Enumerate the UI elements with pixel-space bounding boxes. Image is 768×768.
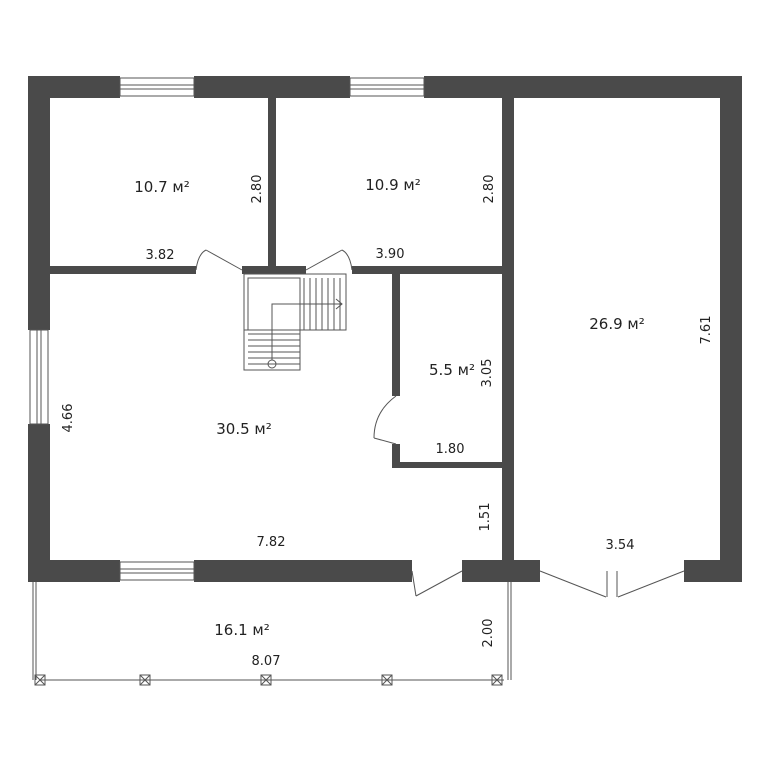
dim-living-room-width: 7.82 [257, 535, 286, 550]
left-wall-upper [28, 76, 50, 330]
windows [29, 77, 425, 581]
wall-bedrooms-bottom-center [242, 266, 306, 274]
door-bedroom-left [195, 249, 243, 271]
bottom-wall-right [684, 560, 742, 582]
window-top-middle [349, 77, 425, 97]
door-entrance [411, 570, 463, 597]
bottom-wall-middle [194, 560, 412, 582]
door-garage [539, 570, 685, 598]
dim-terrace-depth: 2.00 [481, 619, 496, 648]
window-top-left [119, 77, 195, 97]
stair-treads-lower [248, 333, 300, 365]
top-wall-right [424, 76, 742, 98]
dim-terrace-width: 8.07 [252, 654, 281, 669]
staircase [243, 273, 347, 371]
wall-between-bedrooms [268, 98, 276, 274]
bottom-wall-left [28, 560, 120, 582]
dim-bedroom-left-width: 3.82 [146, 248, 175, 263]
wall-garage-left [502, 98, 514, 560]
dim-living-room-depth: 4.66 [61, 404, 76, 433]
dim-bedroom-left-depth: 2.80 [250, 175, 265, 204]
bottom-wall-pier [462, 560, 540, 582]
doors [195, 249, 685, 598]
left-wall-lower [28, 424, 50, 582]
door-bedroom-middle [305, 249, 353, 271]
right-wall [720, 76, 742, 582]
area-terrace: 16.1 м² [214, 621, 270, 639]
wall-bedrooms-bottom-right [352, 266, 502, 274]
terrace-post-icon [34, 674, 46, 686]
room-area-labels: 10.7 м² 10.9 м² 30.5 м² 5.5 м² 26.9 м² 1… [134, 176, 645, 639]
area-bedroom-middle: 10.9 м² [365, 176, 421, 194]
dimension-labels: 3.82 2.80 3.90 2.80 4.66 7.82 1.51 3.05 … [61, 175, 714, 669]
area-bedroom-left: 10.7 м² [134, 178, 190, 196]
terrace [32, 582, 512, 686]
wall-bathroom-left-upper [392, 274, 400, 396]
stair-direction-arrow-icon [267, 298, 343, 369]
dim-bathroom-depth: 3.05 [480, 359, 495, 388]
stair-outline-top [243, 273, 347, 331]
door-bathroom [373, 395, 397, 445]
window-bottom [119, 561, 195, 581]
dim-passage: 1.51 [478, 503, 493, 532]
terrace-post-icon [491, 674, 503, 686]
interior-walls [50, 98, 514, 560]
dim-garage-width: 3.54 [606, 538, 635, 553]
terrace-post-icon [260, 674, 272, 686]
dim-bedroom-middle-depth: 2.80 [482, 175, 497, 204]
wall-bathroom-left-lower [392, 444, 400, 466]
terrace-post-icons [34, 674, 503, 686]
area-living-room: 30.5 м² [216, 420, 272, 438]
exterior-walls [28, 76, 742, 582]
terrace-post-icon [139, 674, 151, 686]
dim-garage-depth: 7.61 [699, 316, 714, 345]
area-bathroom: 5.5 м² [429, 361, 475, 379]
dim-bedroom-middle-width: 3.90 [376, 247, 405, 262]
top-wall-middle [194, 76, 350, 98]
dim-bathroom-width: 1.80 [436, 442, 465, 457]
wall-bedrooms-bottom-left [50, 266, 196, 274]
top-wall-left [28, 76, 120, 98]
terrace-post-icon [381, 674, 393, 686]
wall-bathroom-bottom [392, 462, 502, 468]
area-garage: 26.9 м² [589, 315, 645, 333]
window-left [29, 329, 49, 425]
